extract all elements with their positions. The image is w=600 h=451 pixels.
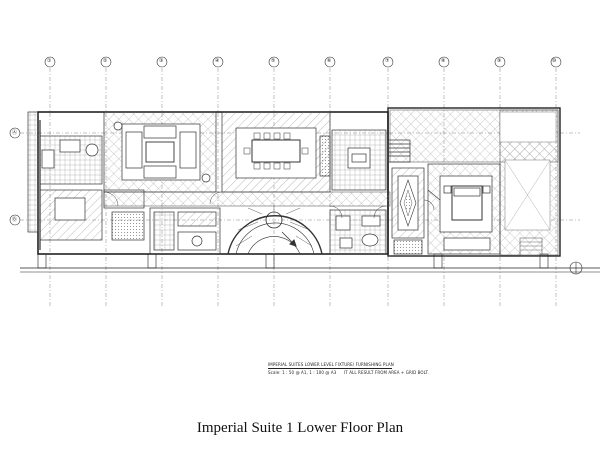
corridor	[103, 191, 391, 207]
living-room	[103, 111, 217, 193]
kitchen	[149, 207, 221, 255]
door-swings	[103, 191, 435, 219]
left-wing-rooms	[27, 111, 145, 250]
bathrooms	[329, 209, 387, 255]
terrace	[389, 109, 559, 257]
grid-bubbles	[9, 56, 562, 226]
north-arrow	[569, 261, 583, 275]
drawing-scale: Scale: 1 : 50 @ A1, 1 : 100 @ A3	[268, 370, 337, 375]
plan-caption: Imperial Suite 1 Lower Floor Plan	[196, 420, 404, 436]
drawing-title: IMPERIAL SUITES LOWER LEVEL FIXTURE/ FUR…	[268, 362, 394, 367]
study-room	[331, 129, 411, 191]
circular-staircase	[227, 206, 323, 255]
foyer	[391, 167, 425, 255]
title-underline	[268, 368, 392, 369]
drawing-note: IT ALL RESULT FROM AREA + GRID BOLT.	[344, 370, 429, 375]
dining-room	[221, 111, 331, 193]
title-block: IMPERIAL SUITES LOWER LEVEL FIXTURE/ FUR…	[268, 362, 429, 376]
bedroom	[427, 163, 501, 255]
